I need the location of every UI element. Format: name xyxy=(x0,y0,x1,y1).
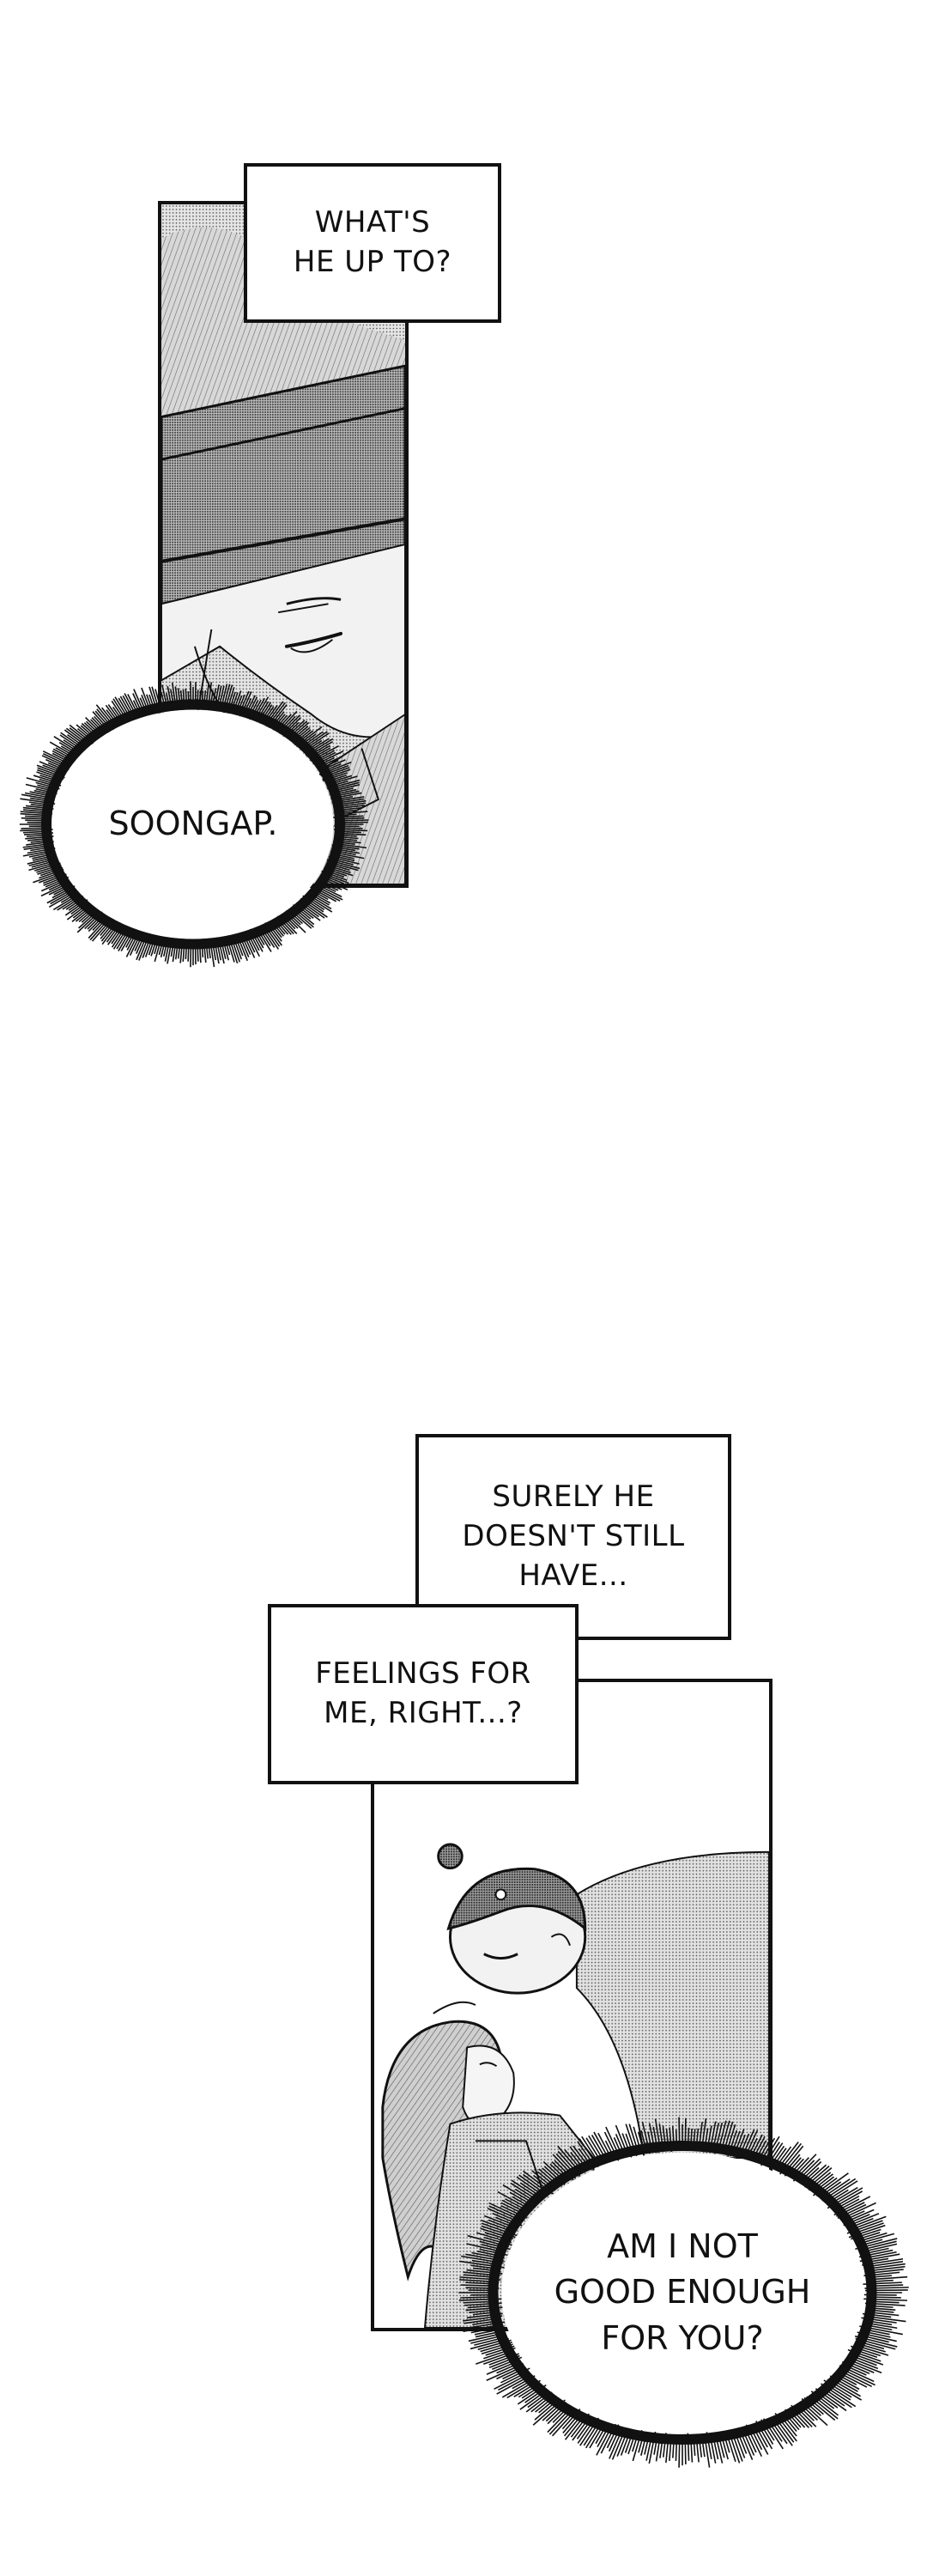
shout-text: AM I NOT GOOD ENOUGH FOR YOU? xyxy=(554,2227,811,2357)
shout-text: SOONGAP. xyxy=(108,805,278,843)
caption-whats-he-up-to: WHAT'S HE UP TO? xyxy=(244,163,501,323)
caption-feelings-for-me: FEELINGS FOR ME, RIGHT...? xyxy=(268,1604,579,1784)
shout-bubble-soongap: SOONGAP. xyxy=(17,678,369,970)
spiky-bubble-icon xyxy=(19,681,369,968)
spiky-bubble-icon xyxy=(458,2117,909,2468)
shout-bubble-not-good-enough: AM I NOT GOOD ENOUGH FOR YOU? xyxy=(455,2112,910,2473)
